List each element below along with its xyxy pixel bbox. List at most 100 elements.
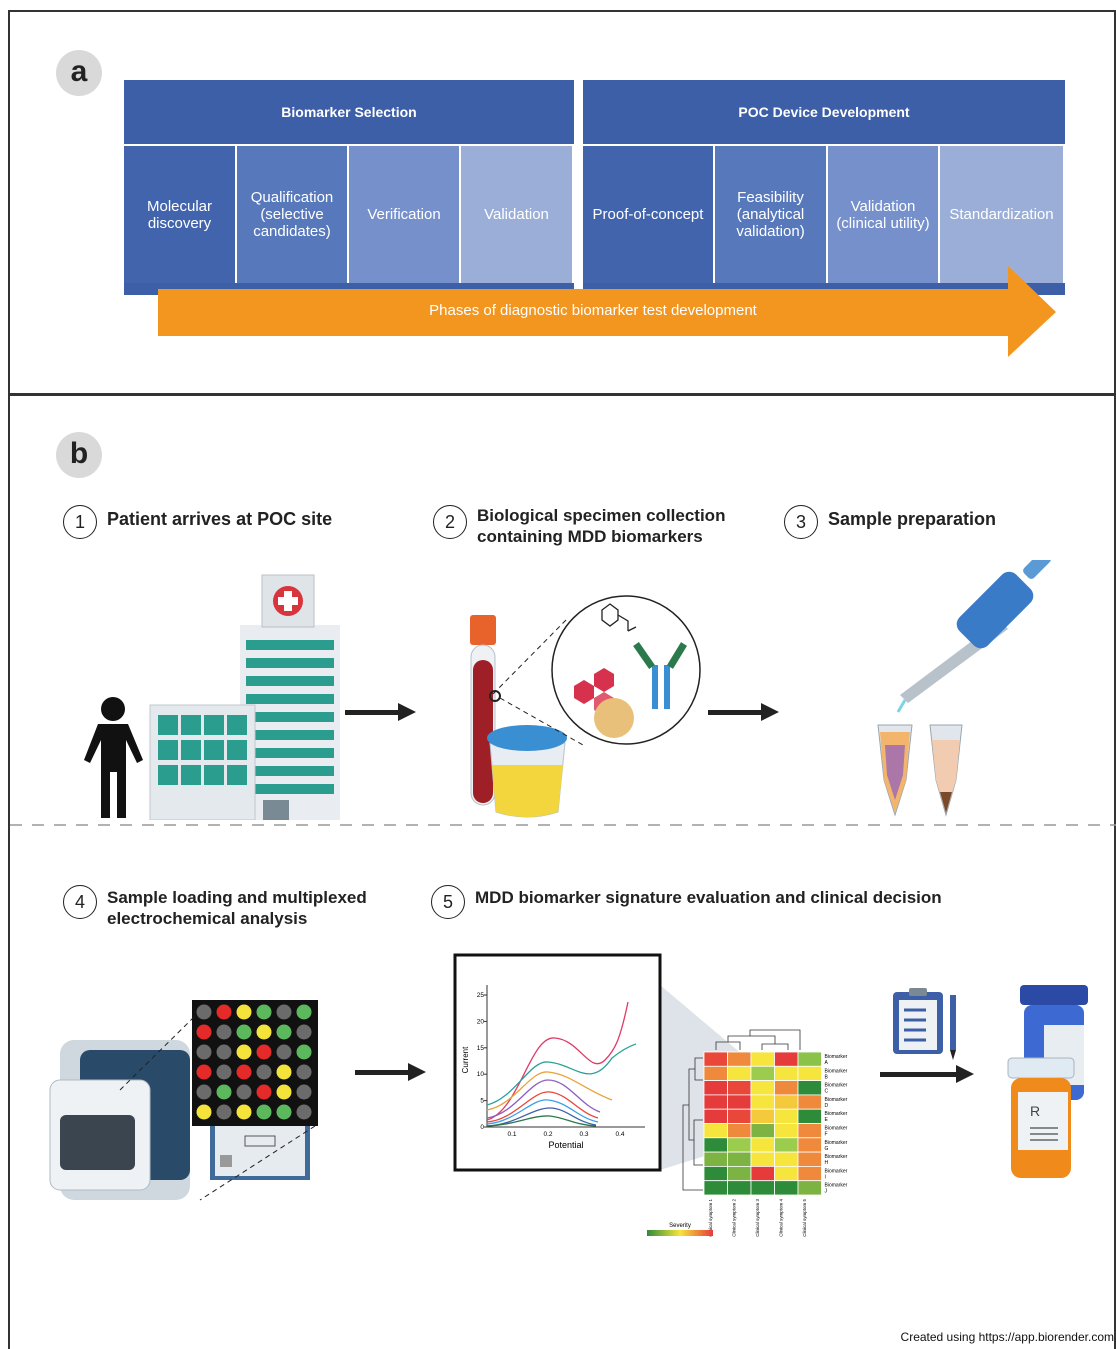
flow-arrow-3 [355,1063,426,1081]
severity-legend-bar [647,1230,713,1236]
heatmap-cell [750,1123,775,1139]
array-dot [216,1004,232,1020]
array-dot [196,1084,212,1100]
phase-cell-8: Standardization [940,146,1065,283]
array-dot [296,1024,312,1040]
step-3-title: Sample preparation [828,509,997,529]
array-dot [196,1104,212,1120]
phase-cell-1: Molecular discovery [124,146,237,283]
step-2-number: 2 [433,505,467,539]
phase-cell-7: Validation (clinical utility) [828,146,940,283]
heatmap-cell [727,1080,752,1096]
hospital-icon [149,574,340,820]
phase-cell-2: Qualification (selective candidates) [237,146,349,283]
dot-array-panel [192,1000,318,1126]
voltammogram-ytick: 20 [477,1018,485,1025]
blood-tube-icon [470,615,496,806]
step-1: 1 Patient arrives at POC site [63,505,332,539]
heatmap-cell [750,1180,775,1196]
heatmap-cell [774,1180,799,1196]
voltammogram-curve [486,1079,601,1119]
clipboard-checklist-icon [893,988,956,1060]
array-dot [276,1084,292,1100]
heatmap-cell [727,1123,752,1139]
panel-a-badge: a [56,50,102,96]
heatmap-cell [774,1108,799,1124]
medication-bottles-icon: R [1007,985,1088,1178]
heatmap-cell [750,1094,775,1110]
array-dot [256,1004,272,1020]
biomarker-selection-header: Biomarker Selection [124,80,574,144]
voltammogram-xtick: 0.3 [579,1131,588,1138]
heatmap-col-label: Clinical symptom 2 [732,1199,737,1237]
heatmap-col-label: Clinical symptom 1 [708,1199,713,1237]
heatmap-cell [797,1180,822,1196]
heatmap-cell [797,1151,822,1167]
heatmap-cell [703,1080,728,1096]
heatmap-cell [727,1165,752,1182]
array-dot [276,1004,292,1020]
phase-arrow-label: Phases of diagnostic biomarker test deve… [429,302,757,319]
array-dot [276,1044,292,1060]
array-dot [216,1024,232,1040]
array-dot [296,1004,312,1020]
heatmap-cell [797,1080,822,1096]
array-dot [276,1064,292,1080]
heatmap-cell [750,1108,775,1124]
array-dot [256,1044,272,1060]
phase-cell-6: Feasibility (analytical validation) [715,146,828,283]
heatmap-cell [774,1151,799,1167]
flow-arrow-1 [345,703,416,721]
voltammogram-ytick: 5 [480,1098,484,1105]
array-dot [196,1064,212,1080]
panel-b [8,394,1116,1349]
heatmap-cell [703,1108,728,1124]
array-dot [196,1004,212,1020]
voltammogram-xtick: 0.4 [615,1131,624,1138]
step-3-number: 3 [784,505,818,539]
array-dot [276,1104,292,1120]
step-1-number: 1 [63,505,97,539]
voltammogram-xtick: 0.2 [543,1131,552,1138]
array-dot [196,1044,212,1060]
heatmap-col-dendrogram [715,1029,801,1050]
voltammogram-ytick: 10 [477,1071,485,1078]
heatmap-cell [703,1137,728,1153]
array-dot [216,1084,232,1100]
phase-gap [574,80,583,295]
heatmap-cell [797,1137,822,1153]
heatmap-cell [703,1151,728,1167]
heatmap-cell [774,1123,799,1139]
heatmap-cell [774,1065,799,1082]
step-2-title: Biological specimen collection containin… [477,506,726,546]
voltammogram-xlabel: Potential [548,1140,583,1150]
voltammogram-ytick: 15 [477,1045,485,1052]
array-dot [296,1064,312,1080]
specimen-cup-icon [487,725,567,818]
row1-illustrations [84,560,1051,820]
array-dot [296,1084,312,1100]
heatmap-cell [750,1151,775,1167]
array-dot [296,1044,312,1060]
heatmap-cell [727,1051,752,1067]
phase-arrow [158,266,1056,357]
heatmap-cell [750,1080,775,1096]
step-4-number: 4 [63,885,97,919]
step-1-title: Patient arrives at POC site [107,509,333,529]
flow-arrow-2 [708,703,779,721]
heatmap-cell [727,1137,752,1153]
heatmap-cell [797,1165,822,1182]
biorender-credit: Created using https://app.biorender.com [900,1330,1114,1344]
array-dot [276,1024,292,1040]
heatmap-cell [774,1165,799,1182]
step-5: 5 MDD biomarker signature evaluation and… [431,885,942,919]
svg-text:R: R [1030,1103,1040,1119]
biomarker-molecules-icon [551,595,701,745]
array-dot [236,1044,252,1060]
severity-legend-label: Severity [669,1223,691,1229]
